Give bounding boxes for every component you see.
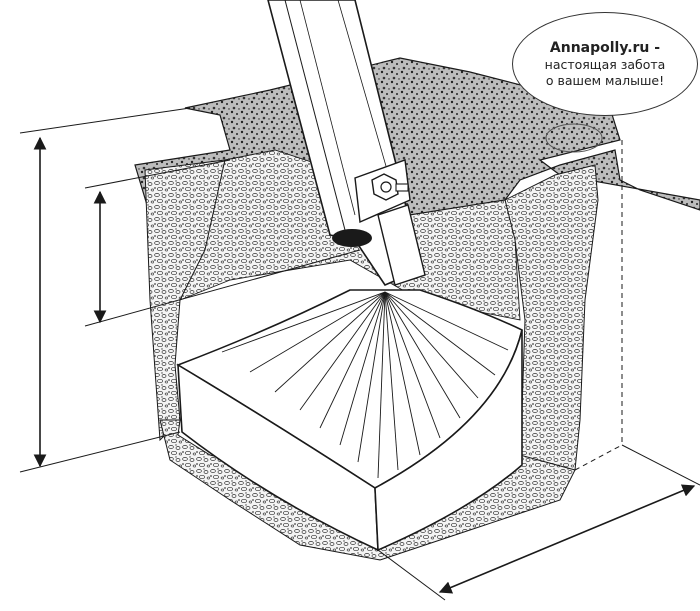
pole-lower xyxy=(377,204,426,286)
bolt-icon xyxy=(371,173,409,201)
watermark-line-2: о вашем малыше! xyxy=(545,72,665,88)
block-shading-lines xyxy=(221,291,509,479)
highlight-oval xyxy=(545,123,603,153)
pit-right-wall xyxy=(504,164,599,471)
watermark-bubble: Annapolly.ru - настоящая забота о вашем … xyxy=(512,12,698,116)
pole-inner-line-2 xyxy=(299,0,356,216)
concrete-block-front-right xyxy=(374,329,523,552)
pole-socket xyxy=(332,229,372,247)
pole-inner-line-3 xyxy=(337,0,391,181)
hidden-edge-horizontal xyxy=(574,444,623,471)
pole-inner-line-1 xyxy=(284,0,346,231)
extension-lines xyxy=(19,107,700,601)
watermark-line-1: настоящая забота xyxy=(544,56,666,72)
watermark-brand: Annapolly.ru - xyxy=(549,39,661,56)
dimension-width xyxy=(438,484,696,594)
